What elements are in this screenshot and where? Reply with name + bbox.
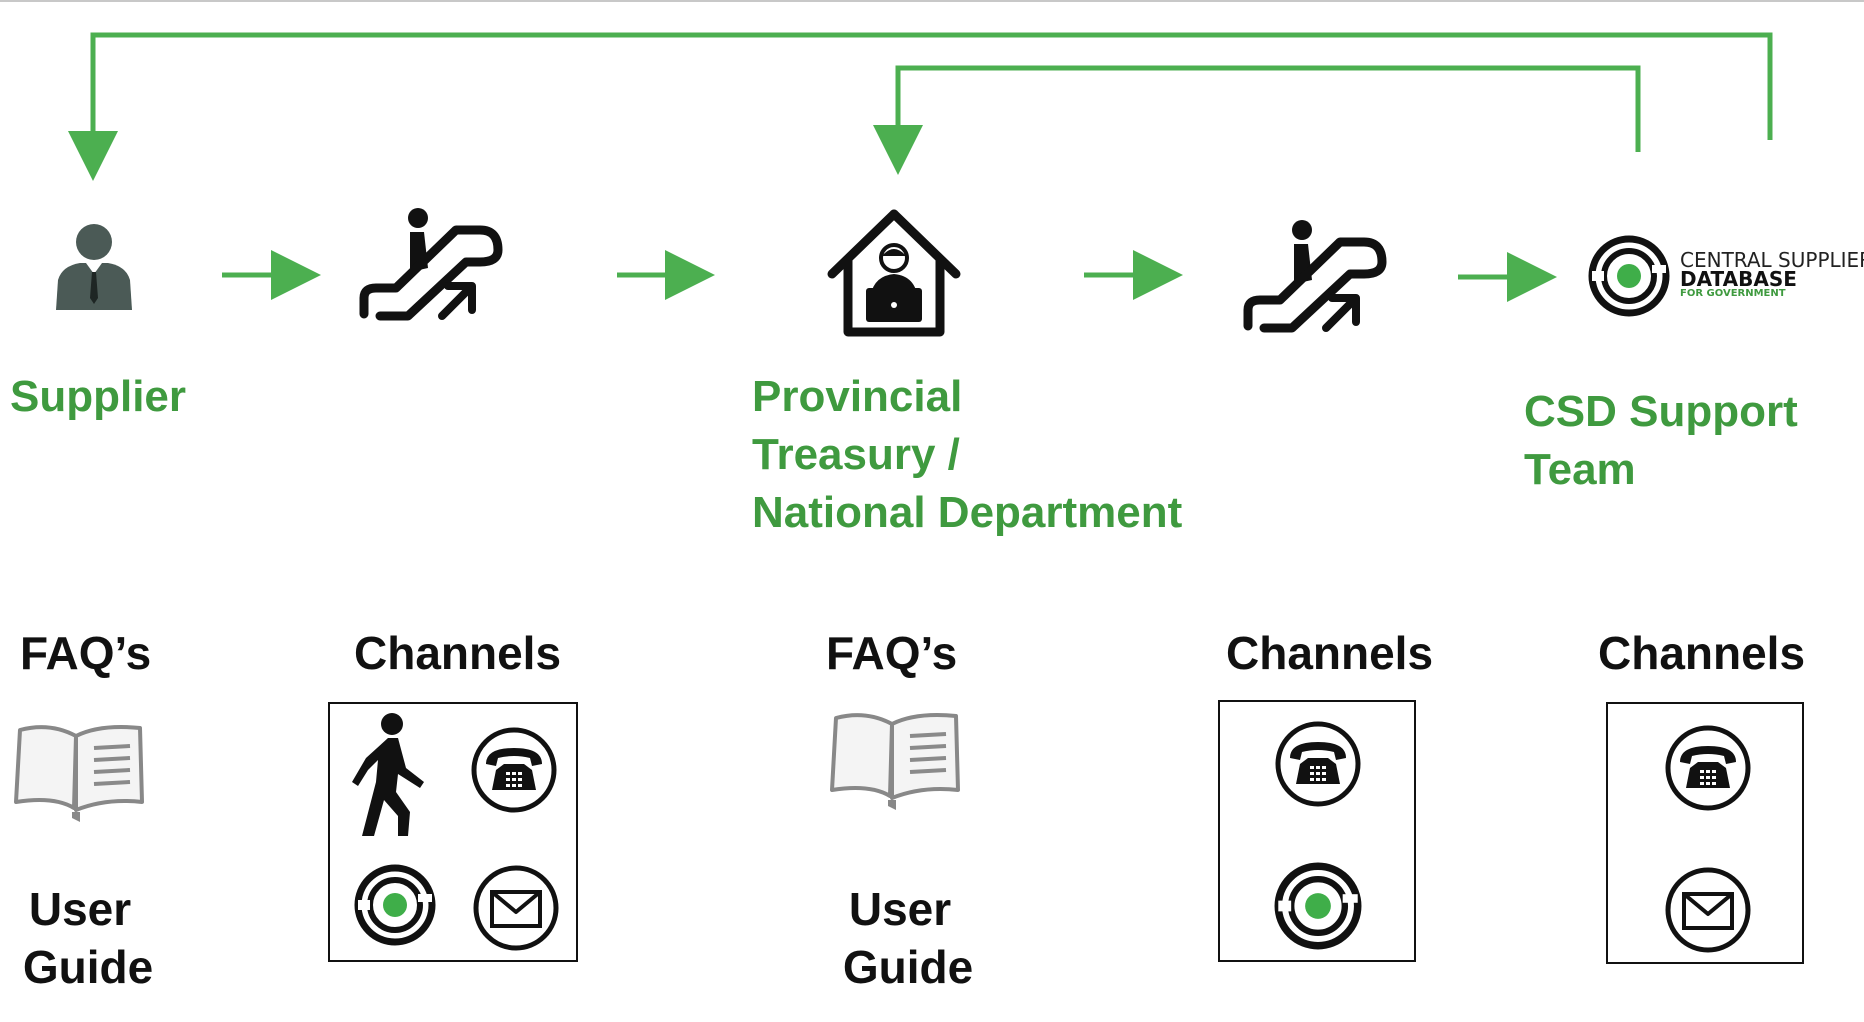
csd-logo-line2: DATABASE [1680,267,1797,291]
channels-box-1 [328,702,578,962]
user-guide-label-1-line1: User [28,883,132,935]
user-guide-label-1-line2: Guide [22,941,154,993]
channels-box-3 [1606,702,1804,964]
node-label-treasury-line3: National Department [752,488,1183,537]
user-guide-label-2-line1: User [848,883,952,935]
book-icon [830,713,960,810]
email-icon [473,865,559,951]
escalator-icon [359,208,503,321]
csd-logo-line3: FOR GOVERNMENT [1680,288,1786,299]
csd-logo-icon [354,864,436,946]
faq-title-2: FAQ’s [826,627,958,679]
top-border [0,0,1864,2]
email-icon [1665,867,1751,953]
node-label-treasury-line2: Treasury / [752,430,960,479]
node-label-supplier: Supplier [10,372,187,421]
node-label-treasury-line1: Provincial [752,372,963,421]
feedback-arrow-to-supplier [68,32,1773,181]
node-label-csd-line2: Team [1524,445,1636,494]
channels-title-3: Channels [1598,627,1806,679]
walking-person-icon [352,713,424,836]
channels-box-2 [1218,700,1416,962]
csd-logo-line1: CENTRAL SUPPLIER [1680,248,1864,272]
channels-title-1: Channels [354,627,562,679]
csd-logo-icon [1588,235,1670,317]
feedback-arrow-to-treasury [873,65,1641,175]
escalator-icon [1243,220,1387,333]
user-guide-label-2-line2: Guide [842,941,974,993]
telephone-icon [1275,721,1361,807]
channels-title-2: Channels [1226,627,1434,679]
faq-title-1: FAQ’s [20,627,152,679]
csd-logo-icon [1274,862,1362,950]
book-icon [14,725,144,822]
telephone-icon [471,727,557,813]
telephone-icon [1665,725,1751,811]
node-label-csd-line1: CSD Support [1524,387,1798,436]
supplier-person-icon [56,224,132,310]
office-house-icon [827,209,961,337]
